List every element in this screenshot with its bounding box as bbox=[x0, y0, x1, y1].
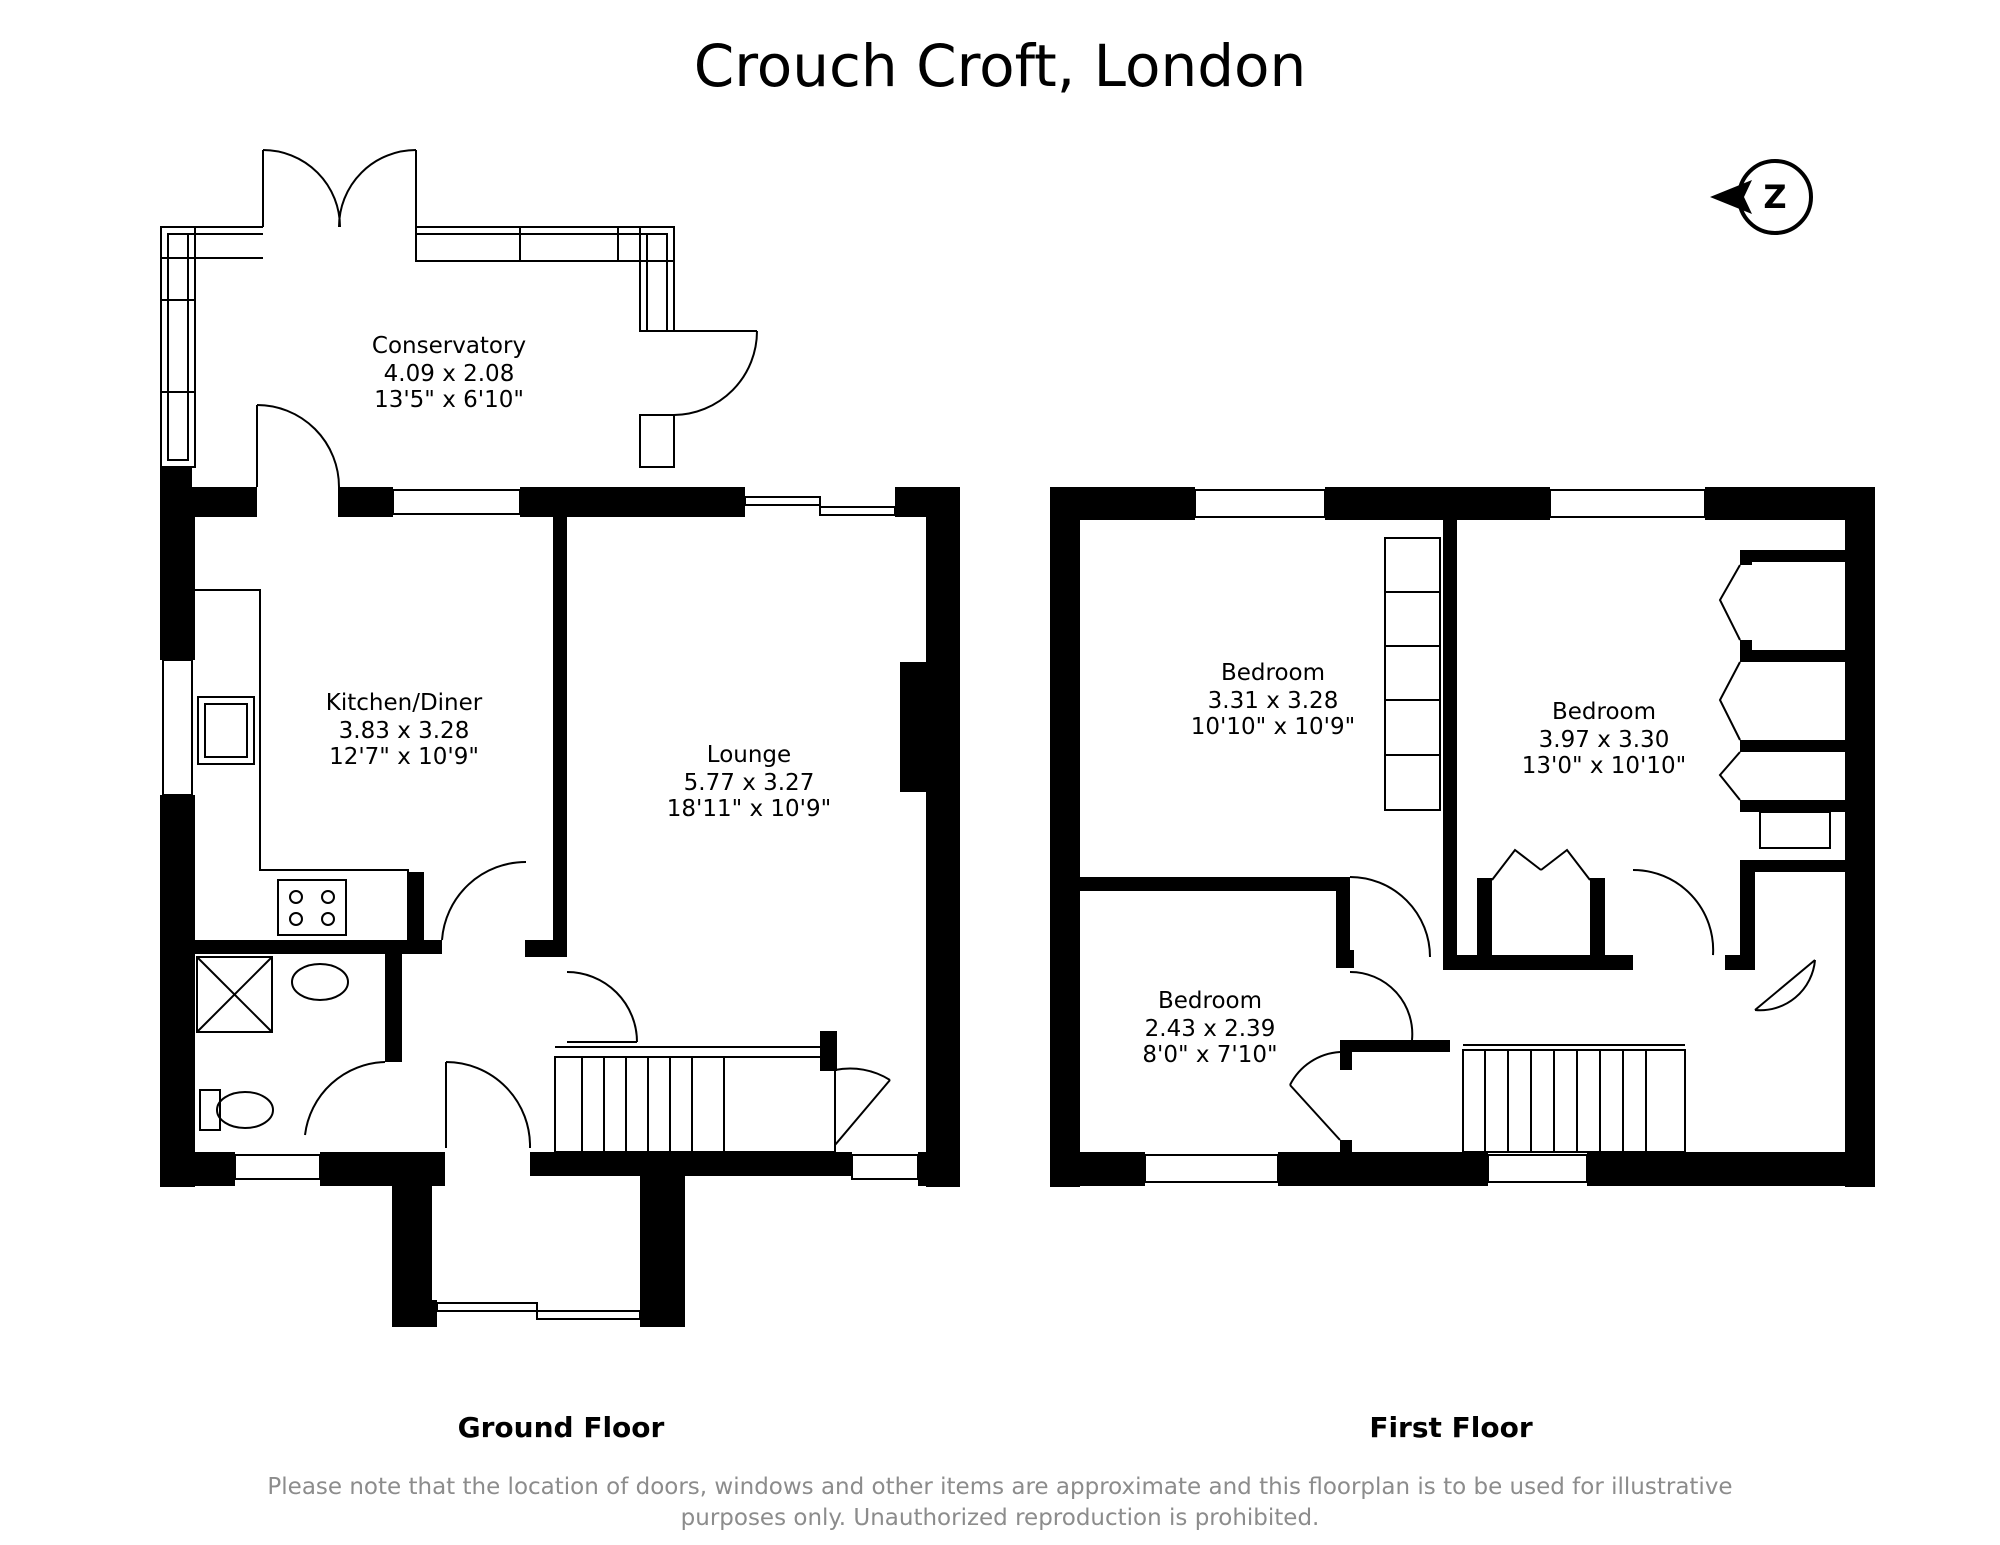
room-imperial: 18'11" x 10'9" bbox=[667, 796, 831, 822]
disclaimer-line-2: purposes only. Unauthorized reproduction… bbox=[680, 1505, 1320, 1531]
disclaimer: Please note that the location of doors, … bbox=[250, 1472, 1750, 1534]
first-floor-plan bbox=[1050, 487, 1875, 1187]
stairs-first bbox=[1462, 1044, 1686, 1153]
room-label-lounge: Lounge 5.77 x 3.27 18'11" x 10'9" bbox=[667, 742, 831, 822]
room-label-conservatory: Conservatory 4.09 x 2.08 13'5" x 6'10" bbox=[372, 333, 526, 413]
bathroom-fixtures bbox=[196, 956, 349, 1131]
room-name: Conservatory bbox=[372, 333, 526, 359]
room-name: Bedroom bbox=[1221, 660, 1325, 686]
ground-floor-plan bbox=[160, 149, 960, 1327]
first-floor-fixtures bbox=[1384, 537, 1831, 849]
compass-label: Z bbox=[1763, 178, 1786, 216]
room-imperial: 8'0" x 7'10" bbox=[1142, 1042, 1277, 1068]
room-metric: 5.77 x 3.27 bbox=[684, 770, 815, 796]
room-label-kitchen-diner: Kitchen/Diner 3.83 x 3.28 12'7" x 10'9" bbox=[326, 690, 483, 770]
conservatory-frame bbox=[160, 226, 675, 468]
room-imperial: 10'10" x 10'9" bbox=[1191, 714, 1355, 740]
compass-icon: Z bbox=[1710, 159, 1813, 235]
room-name: Bedroom bbox=[1552, 699, 1656, 725]
french-doors bbox=[262, 149, 417, 228]
room-label-bedroom-1: Bedroom 3.31 x 3.28 10'10" x 10'9" bbox=[1191, 660, 1355, 740]
room-imperial: 13'5" x 6'10" bbox=[374, 387, 524, 413]
room-metric: 4.09 x 2.08 bbox=[384, 361, 515, 387]
room-imperial: 13'0" x 10'10" bbox=[1522, 753, 1686, 779]
room-metric: 3.83 x 3.28 bbox=[339, 718, 470, 744]
room-name: Lounge bbox=[707, 742, 791, 768]
page-title: Crouch Croft, London bbox=[694, 32, 1307, 100]
floor-label-first: First Floor bbox=[1369, 1411, 1533, 1444]
stairs-ground bbox=[554, 1046, 836, 1153]
room-label-bedroom-3: Bedroom 2.43 x 2.39 8'0" x 7'10" bbox=[1142, 988, 1277, 1068]
windows-first bbox=[1144, 489, 1706, 1183]
room-name: Kitchen/Diner bbox=[326, 690, 483, 716]
kitchen-worktop bbox=[195, 589, 409, 940]
room-metric: 2.43 x 2.39 bbox=[1145, 1016, 1276, 1042]
room-label-bedroom-2: Bedroom 3.97 x 3.30 13'0" x 10'10" bbox=[1522, 699, 1686, 779]
room-metric: 3.31 x 3.28 bbox=[1208, 688, 1339, 714]
room-metric: 3.97 x 3.30 bbox=[1539, 727, 1670, 753]
room-imperial: 12'7" x 10'9" bbox=[329, 744, 479, 770]
room-name: Bedroom bbox=[1158, 988, 1262, 1014]
windows-ground bbox=[162, 489, 919, 1320]
doors-first bbox=[1289, 564, 1816, 1141]
disclaimer-line-1: Please note that the location of doors, … bbox=[267, 1474, 1733, 1500]
floor-label-ground: Ground Floor bbox=[458, 1411, 665, 1444]
conservatory-side-door bbox=[673, 330, 758, 416]
doors-ground bbox=[256, 404, 891, 1149]
